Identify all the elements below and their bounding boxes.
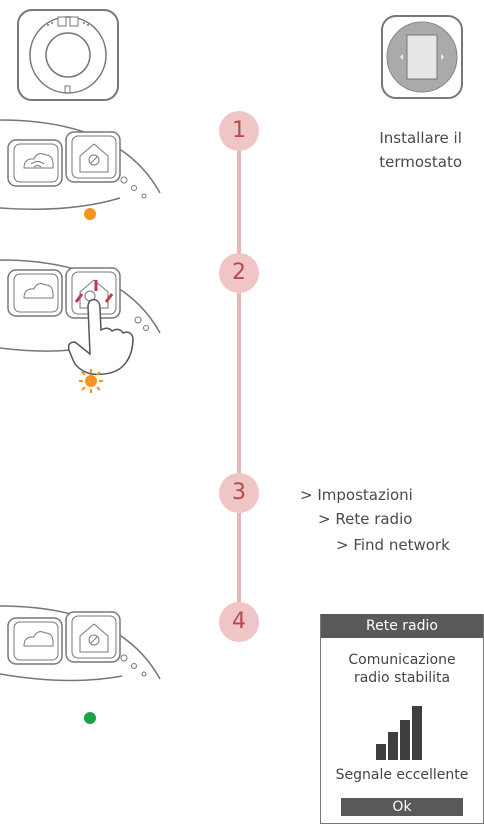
panel-message: Comunicazione radio stabilita	[321, 651, 483, 687]
led-green	[84, 712, 96, 724]
ok-button[interactable]: Ok	[341, 798, 463, 816]
signal-bar	[400, 720, 410, 760]
gateway-device-icon	[17, 9, 119, 101]
step-4-badge: 4	[219, 602, 259, 642]
signal-bar	[388, 732, 398, 760]
gateway-buttons-closeup-4	[0, 605, 161, 682]
gateway-buttons-closeup-1	[0, 119, 161, 210]
gateway-buttons-closeup-2	[0, 259, 161, 376]
menu-path-item-1: > Impostazioni	[300, 486, 413, 504]
home-thermometer-button-icon	[65, 131, 121, 183]
led-blinking-icon	[79, 369, 103, 393]
thermostat-device-icon	[381, 15, 463, 99]
signal-bar	[376, 744, 386, 760]
step-2-badge: 2	[219, 253, 259, 293]
home-thermometer-button-icon	[65, 611, 121, 663]
step-3-badge: 3	[219, 473, 259, 513]
cloud-wifi-button-icon	[7, 617, 63, 665]
signal-quality-label: Segnale eccellente	[335, 767, 469, 783]
step-1-text-line1: Installare il	[379, 129, 462, 147]
step-1-text-line2: termostato	[379, 153, 462, 171]
panel-header: Rete radio	[321, 614, 483, 638]
hand-press-icon	[67, 298, 134, 376]
step-1-badge: 1	[219, 111, 259, 151]
signal-strength-icon	[376, 704, 436, 760]
panel-message-line2: radio stabilita	[353, 670, 451, 686]
panel-message-line1: Comunicazione	[348, 652, 456, 668]
signal-bar	[412, 706, 422, 760]
menu-path-item-2: > Rete radio	[318, 510, 413, 528]
led-orange	[84, 208, 96, 220]
cloud-wifi-button-icon	[7, 139, 63, 187]
menu-path-item-3: > Find network	[336, 536, 450, 554]
cloud-wifi-button-icon	[7, 269, 63, 317]
timeline-line	[237, 130, 241, 620]
radio-network-panel: Rete radio Comunicazione radio stabilita…	[320, 614, 484, 824]
step-1-text: Installare il termostato	[379, 126, 462, 174]
